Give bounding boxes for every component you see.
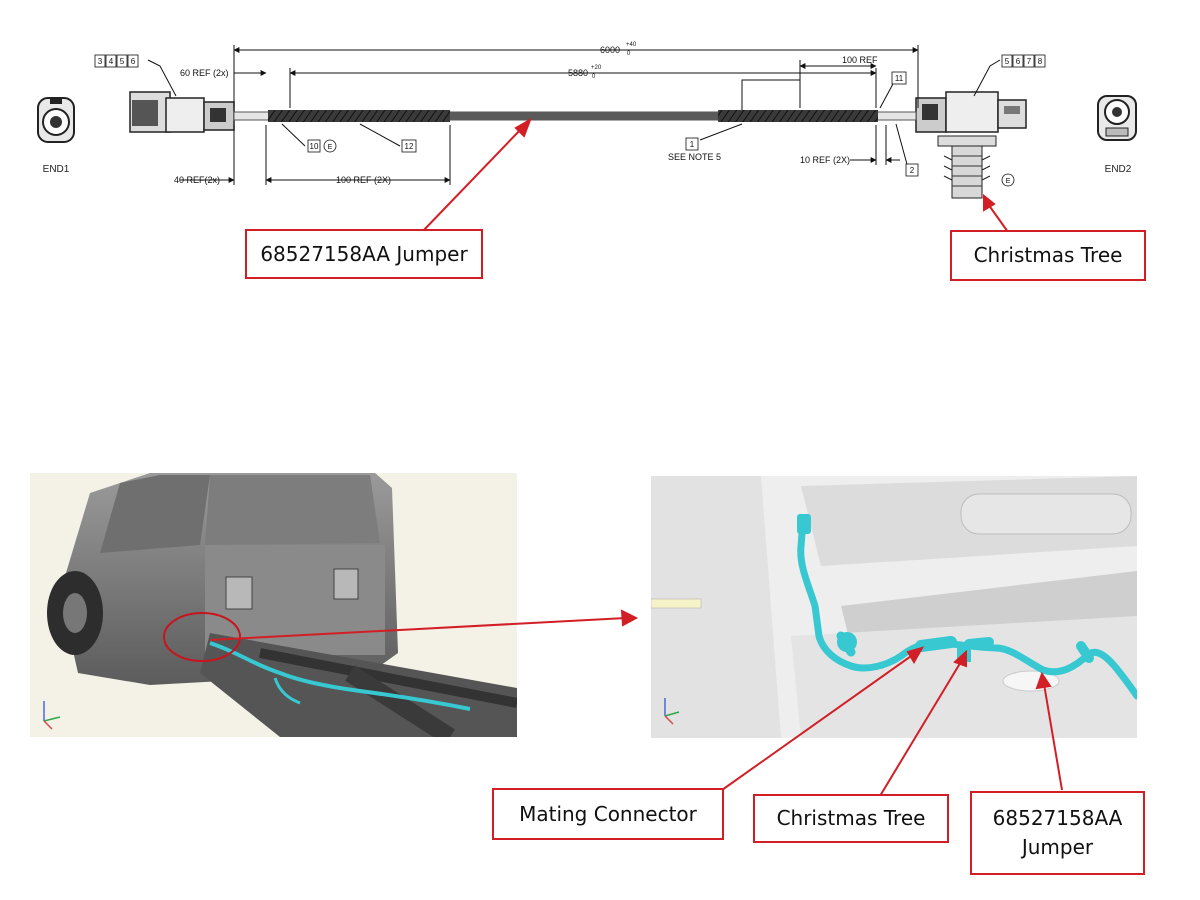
inner-length-dim: 5880 bbox=[568, 68, 588, 78]
dim-60-ref: 60 REF (2x) bbox=[180, 68, 229, 78]
end2-label: END2 bbox=[1105, 164, 1132, 175]
jumper-callout-top: 68527158AA Jumper bbox=[245, 229, 483, 279]
balloon-10: 10 bbox=[310, 142, 319, 151]
balloon-right-4: 8 bbox=[1038, 57, 1043, 66]
balloon-left-3: 5 bbox=[120, 57, 125, 66]
end1-label: END1 bbox=[43, 164, 70, 175]
christmas-tree-callout-top: Christmas Tree bbox=[950, 230, 1146, 281]
right-connector-body bbox=[915, 91, 1027, 133]
end2-connector-face bbox=[1097, 95, 1137, 141]
christmas-tree-bottom-arrow bbox=[879, 659, 963, 797]
dimension-lines bbox=[147, 45, 1001, 185]
jumper-engineering-drawing: END1 END2 bbox=[37, 42, 1137, 233]
jumper-callout-bottom-line1: 68527158AA bbox=[992, 806, 1123, 830]
mating-connector-arrow bbox=[721, 653, 915, 791]
flag-e-left: E bbox=[328, 144, 333, 151]
balloon-right-1: 5 bbox=[1005, 57, 1010, 66]
christmas-tree-callout-top-text: Christmas Tree bbox=[973, 243, 1123, 267]
balloon-1: 1 bbox=[690, 140, 695, 149]
christmas-tree-clip bbox=[937, 135, 997, 199]
balloon-left-4: 6 bbox=[131, 57, 136, 66]
jumper-callout-bottom-line2: Jumper bbox=[1021, 835, 1094, 859]
mating-connector-callout-text: Mating Connector bbox=[519, 801, 697, 826]
balloon-2: 2 bbox=[910, 166, 915, 175]
jumper-callout-top-text: 68527158AA Jumper bbox=[260, 241, 468, 266]
jumper-cable bbox=[233, 110, 917, 122]
mating-connector-circle bbox=[163, 612, 241, 662]
overall-length-dim: 6000 bbox=[600, 45, 620, 55]
jumper-bottom-arrow bbox=[1043, 683, 1063, 791]
balloon-left-1: 3 bbox=[98, 57, 103, 66]
christmas-tree-callout-bottom: Christmas Tree bbox=[753, 794, 949, 843]
mating-connector-callout: Mating Connector bbox=[492, 788, 724, 840]
dim-40-ref: 40 REF(2x) bbox=[174, 175, 220, 185]
balloon-right-3: 7 bbox=[1027, 57, 1032, 66]
harness-detail-render bbox=[651, 476, 1137, 738]
christmas-tree-top-arrow bbox=[987, 203, 1009, 233]
truck-rear-render bbox=[30, 473, 517, 737]
jumper-top-arrow bbox=[421, 127, 523, 233]
flag-e-right: E bbox=[1006, 178, 1011, 185]
dim-100-ref-top: 100 REF bbox=[842, 55, 878, 65]
end1-connector-face bbox=[37, 97, 75, 143]
balloon-12: 12 bbox=[405, 142, 414, 151]
balloon-group-right: 5 6 7 8 bbox=[1001, 54, 1046, 68]
balloon-group-left: 3 4 5 6 bbox=[94, 54, 139, 68]
balloon-11: 11 bbox=[895, 74, 904, 83]
balloon-right-2: 6 bbox=[1016, 57, 1021, 66]
dim-100-ref-2x: 100 REF (2X) bbox=[336, 175, 391, 185]
dim-10-ref: 10 REF (2X) bbox=[800, 155, 850, 165]
overall-length-tol-lower: 0 bbox=[627, 51, 631, 57]
bottom-callout-arrows bbox=[209, 609, 1063, 797]
balloon-left-2: 4 bbox=[109, 57, 114, 66]
inner-length-tol-upper: +20 bbox=[591, 65, 602, 71]
circle-to-detail-arrow bbox=[209, 617, 627, 641]
jumper-callout-bottom: 68527158AA Jumper bbox=[970, 791, 1145, 875]
inner-length-tol-lower: 0 bbox=[592, 74, 596, 80]
see-note-5: SEE NOTE 5 bbox=[668, 152, 721, 162]
overall-length-tol-upper: +40 bbox=[626, 42, 637, 48]
left-connector-body bbox=[129, 91, 235, 133]
christmas-tree-callout-bottom-text: Christmas Tree bbox=[776, 806, 926, 830]
